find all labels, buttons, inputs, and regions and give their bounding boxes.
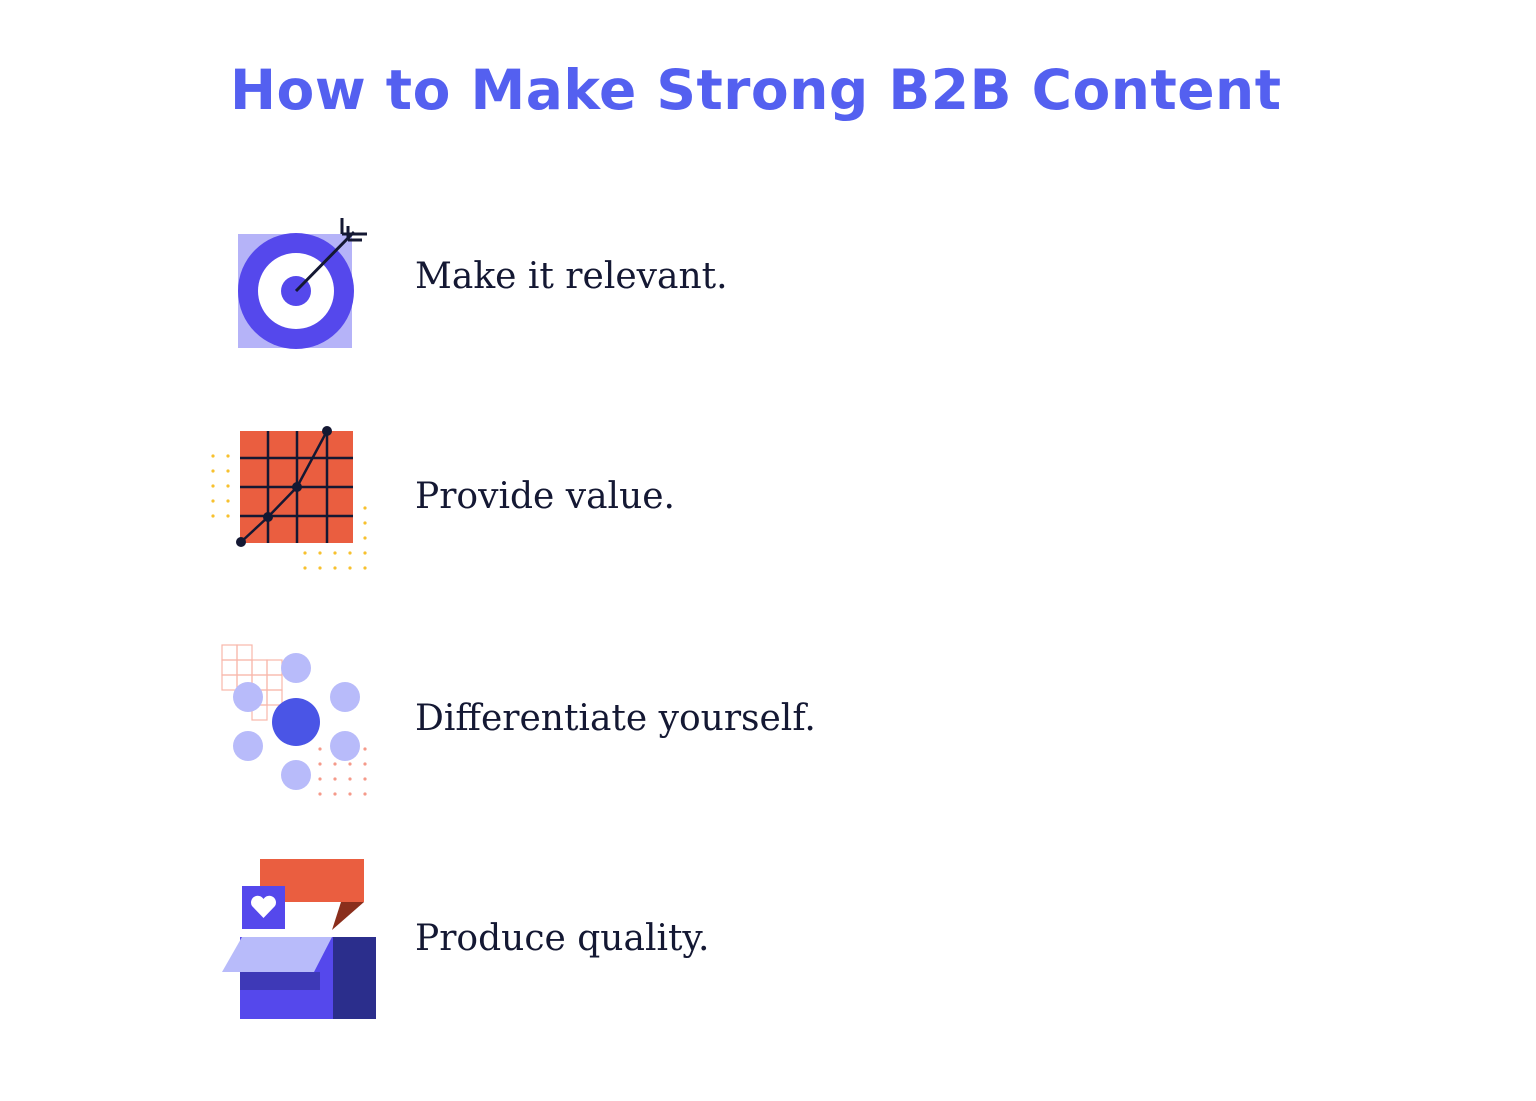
item-label: Produce quality.: [415, 918, 710, 959]
list-item-value: Provide value.: [0, 420, 1536, 600]
list-item-quality: Produce quality.: [0, 850, 1536, 1030]
list-item-relevant: Make it relevant.: [0, 210, 1536, 390]
growth-chart-icon: [211, 426, 367, 570]
page-title: How to Make Strong B2B Content: [230, 58, 1282, 122]
item-label: Provide value.: [415, 476, 675, 517]
circles-cluster-icon: [221, 644, 367, 796]
item-label: Make it relevant.: [415, 256, 728, 297]
box-heart-speech-icon: [222, 859, 376, 1019]
list-item-differentiate: Differentiate yourself.: [0, 635, 1536, 815]
target-arrow-icon: [238, 218, 367, 349]
item-label: Differentiate yourself.: [415, 698, 816, 739]
